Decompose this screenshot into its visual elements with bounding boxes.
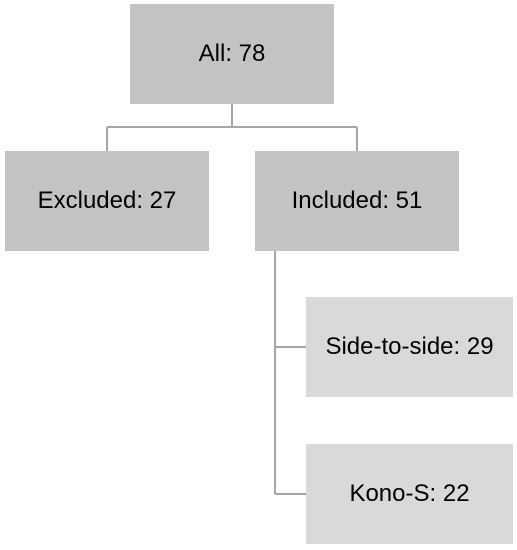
node-side-to-side-label: Side-to-side: 29	[325, 333, 494, 360]
node-kono-s-label: Kono-S: 22	[349, 480, 470, 507]
node-all-label: All: 78	[198, 40, 266, 67]
node-side-to-side: Side-to-side: 29	[306, 297, 513, 397]
node-included: Included: 51	[255, 151, 459, 251]
node-excluded: Excluded: 27	[5, 151, 209, 251]
node-kono-s: Kono-S: 22	[306, 444, 513, 544]
node-excluded-label: Excluded: 27	[37, 187, 177, 214]
node-included-label: Included: 51	[291, 187, 423, 214]
node-all: All: 78	[130, 4, 334, 104]
